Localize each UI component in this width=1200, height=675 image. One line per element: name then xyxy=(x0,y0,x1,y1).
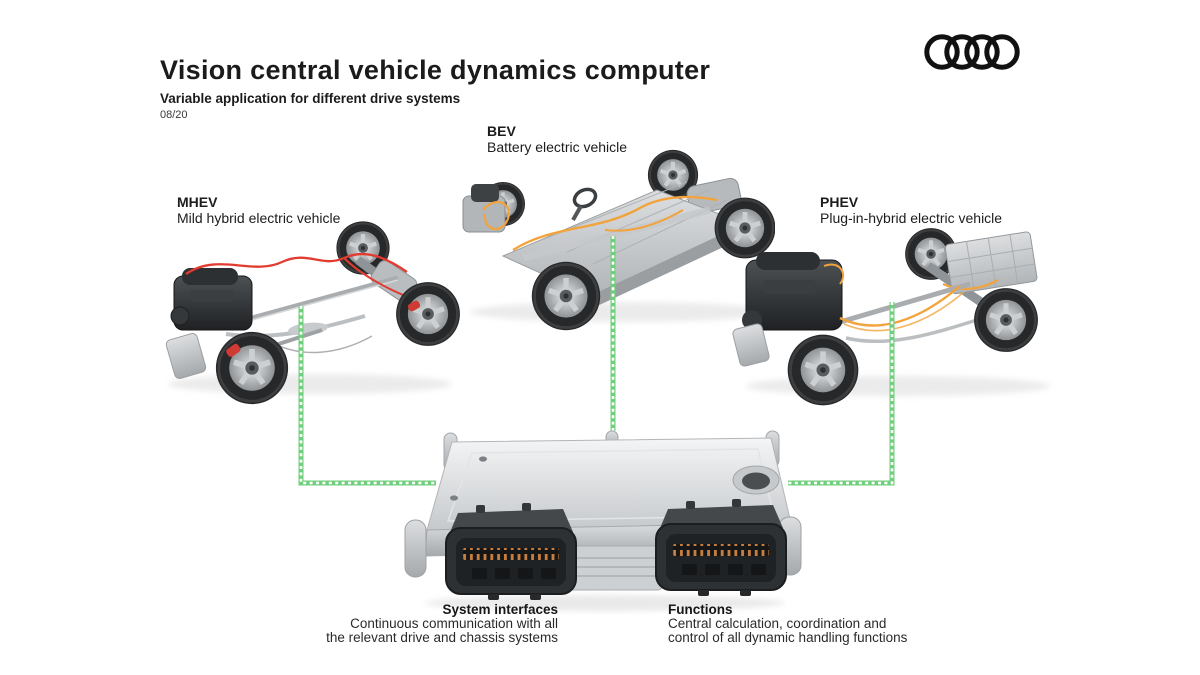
mhev-illustration xyxy=(165,218,465,408)
audi-rings-logo xyxy=(924,34,1020,70)
system-interfaces-line2: the relevant drive and chassis systems xyxy=(326,630,558,646)
bev-front-near-wheel xyxy=(532,262,600,330)
phev-intercooler xyxy=(732,323,770,367)
phev-label: PHEV Plug-in-hybrid electric vehicle xyxy=(820,194,1003,226)
bev-orange-cable-main xyxy=(512,195,718,252)
mhev-rear-near-wheel xyxy=(396,282,460,346)
phev-battery-pack xyxy=(944,231,1038,295)
bev-steering-wheel xyxy=(572,187,598,209)
page-title: Vision central vehicle dynamics computer xyxy=(160,55,711,85)
phev-name: Plug-in-hybrid electric vehicle xyxy=(820,209,1003,226)
phev-rear-near-wheel xyxy=(974,288,1038,352)
functions-line1: Central calculation, coordination and xyxy=(668,616,887,632)
bev-name: Battery electric vehicle xyxy=(487,138,628,155)
mhev-driveshaft xyxy=(251,275,399,321)
phev-engine-block xyxy=(742,252,843,331)
ecu-connector-functions xyxy=(655,498,787,597)
phev-abbr: PHEV xyxy=(820,194,859,210)
system-interfaces-callout: System interfaces Continuous communicati… xyxy=(278,602,558,646)
date-label: 08/20 xyxy=(160,109,188,121)
mhev-name: Mild hybrid electric vehicle xyxy=(177,209,341,226)
phev-illustration xyxy=(732,222,1050,407)
mhev-engine-block xyxy=(170,268,253,331)
mhev-red-cable xyxy=(185,252,408,275)
functions-callout: Functions Central calculation, coordinat… xyxy=(668,602,958,646)
bev-orange-cable-front xyxy=(482,200,510,231)
bev-label: BEV Battery electric vehicle xyxy=(487,123,628,155)
ecu-connector-system-interfaces xyxy=(445,503,577,600)
header: Vision central vehicle dynamics computer… xyxy=(160,54,710,121)
ecu-illustration xyxy=(404,430,802,611)
mhev-front-wheel xyxy=(216,332,288,404)
mhev-label: MHEV Mild hybrid electric vehicle xyxy=(177,194,341,226)
phev-front-wheel xyxy=(788,335,859,406)
ecu-mount-tab-left xyxy=(404,519,427,578)
system-interfaces-line1: Continuous communication with all xyxy=(350,616,558,632)
mhev-intercooler xyxy=(165,333,207,379)
mhev-brake-caliper xyxy=(226,343,241,357)
page-subtitle: Variable application for different drive… xyxy=(160,91,461,106)
bev-abbr: BEV xyxy=(487,123,516,139)
system-interfaces-label: System interfaces xyxy=(442,602,558,617)
functions-line2: control of all dynamic handling function… xyxy=(668,630,908,646)
mhev-abbr: MHEV xyxy=(177,194,218,210)
functions-label: Functions xyxy=(668,602,733,617)
bev-illustration xyxy=(462,147,775,333)
